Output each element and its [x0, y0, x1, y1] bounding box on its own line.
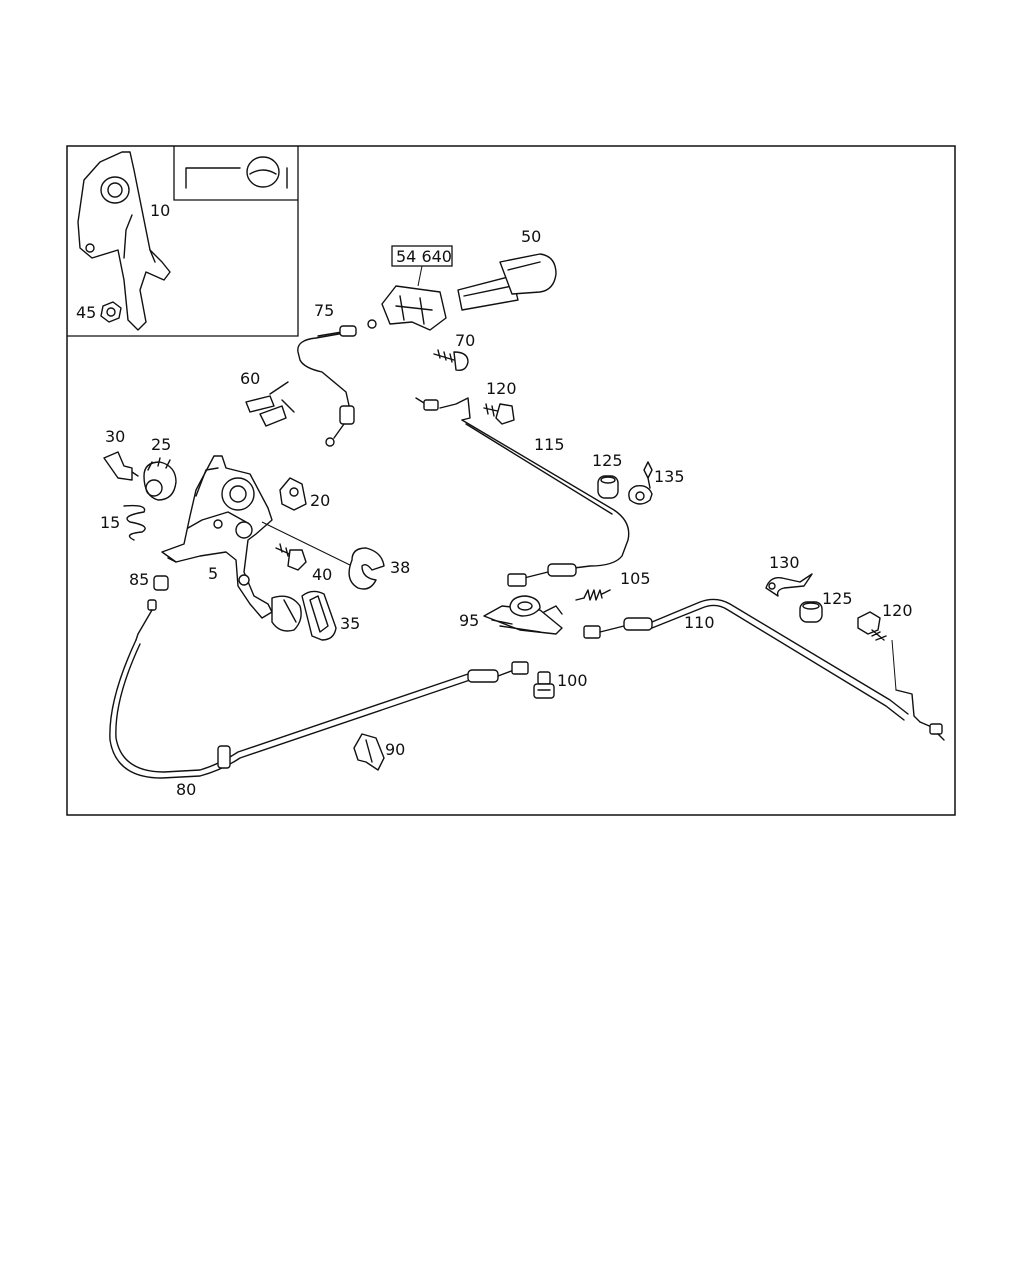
callout-30: 30	[105, 427, 125, 446]
cable-115	[415, 397, 630, 587]
pedal-pad-35	[301, 590, 337, 641]
callout-125-upper: 125	[592, 451, 623, 470]
steering-symbol-frame	[173, 146, 298, 201]
screw-70	[433, 349, 469, 372]
grommet-125a	[597, 475, 619, 499]
leader-54640	[417, 265, 423, 287]
pedal-assembly-5	[161, 455, 302, 632]
steering-wheel-icon	[185, 156, 288, 189]
callout-100: 100	[557, 671, 588, 690]
callout-85: 85	[129, 570, 149, 589]
inset-panel-frame	[67, 146, 299, 337]
spring-15	[123, 504, 146, 541]
callout-5: 5	[208, 564, 218, 583]
pin-60	[245, 381, 295, 427]
leader-38	[261, 521, 353, 567]
bolt-120b	[857, 611, 897, 691]
bushing-25	[143, 457, 177, 501]
clip-38	[348, 547, 385, 590]
callout-75: 75	[314, 301, 334, 320]
nut-45	[100, 301, 122, 323]
callout-15: 15	[100, 513, 120, 532]
callout-95: 95	[459, 611, 479, 630]
callout-70: 70	[455, 331, 475, 350]
callout-90: 90	[385, 740, 405, 759]
clip-135	[628, 461, 653, 505]
adjuster-100	[533, 671, 555, 699]
cable-80	[109, 599, 529, 779]
bolt-120a	[483, 403, 515, 425]
callout-10: 10	[150, 201, 170, 220]
equalizer-95	[483, 595, 563, 635]
callout-115: 115	[534, 435, 565, 454]
release-cable-75	[297, 319, 377, 447]
release-bracket-54640	[381, 285, 447, 331]
callout-54640: 54 640	[396, 247, 452, 266]
callout-45: 45	[76, 303, 96, 322]
grommet-125b	[799, 601, 823, 623]
callout-50: 50	[521, 227, 541, 246]
diagram-frame	[66, 145, 956, 816]
clip-90	[353, 733, 385, 771]
callout-80: 80	[176, 780, 196, 799]
callout-135: 135	[654, 467, 685, 486]
bolt-40	[275, 543, 307, 571]
callout-105: 105	[620, 569, 651, 588]
callout-130: 130	[769, 553, 800, 572]
cable-110	[583, 598, 945, 741]
callout-125-lower: 125	[822, 589, 853, 608]
callout-38: 38	[390, 558, 410, 577]
sleeve-85	[153, 575, 169, 591]
callout-120-lower: 120	[882, 601, 913, 620]
pedal-assembly-inset	[77, 151, 171, 331]
clip-130	[765, 573, 813, 597]
stop-pad-20	[279, 477, 307, 511]
callout-60: 60	[240, 369, 260, 388]
clip-30	[103, 451, 139, 481]
release-handle-50	[457, 253, 557, 311]
callout-40: 40	[312, 565, 332, 584]
callout-25: 25	[151, 435, 171, 454]
callout-110: 110	[684, 613, 715, 632]
callout-20: 20	[310, 491, 330, 510]
callout-35: 35	[340, 614, 360, 633]
callout-120-upper: 120	[486, 379, 517, 398]
spring-105	[575, 589, 611, 601]
